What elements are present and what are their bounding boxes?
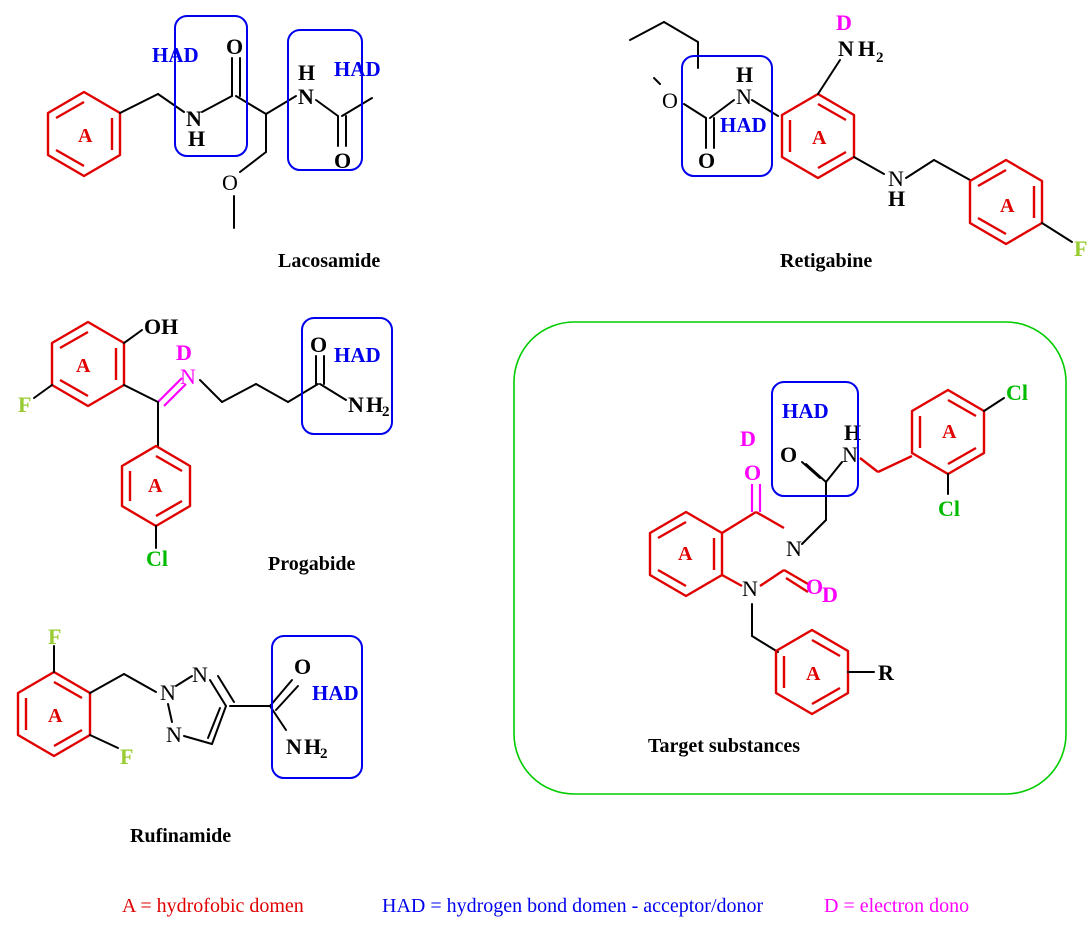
rufinamide-had-box [271, 635, 363, 779]
ring-a-label: A [76, 355, 91, 377]
atom-n: N [286, 734, 302, 759]
target-frame [513, 321, 1067, 795]
atom-n: N [160, 680, 176, 705]
lacosamide-name: Lacosamide [278, 250, 380, 272]
atom-n: N [742, 576, 758, 601]
atom-n: N [786, 536, 802, 561]
ring-a-label: A [806, 663, 821, 685]
retigabine-ring-a [780, 92, 856, 180]
atom-f: F [18, 392, 31, 417]
atom-f: F [1074, 236, 1087, 261]
atom-f: F [120, 744, 133, 769]
atom-o: O [310, 332, 327, 357]
atom-n: N [192, 662, 208, 687]
atom-n: N [180, 364, 196, 389]
atom-o: O [226, 34, 243, 59]
legend-d: D = electron dono [824, 895, 969, 917]
atom-o: O [662, 88, 678, 113]
atom-o: O [698, 148, 715, 173]
subscript-2: 2 [382, 404, 390, 420]
ring-a-label: A [942, 421, 957, 443]
had-label: HAD [152, 43, 199, 67]
atom-n: N [842, 442, 858, 467]
atom-h: H [188, 126, 205, 151]
atom-cl: Cl [1006, 380, 1028, 405]
donor-label: D [822, 582, 838, 607]
lacosamide-had-box-1 [174, 15, 248, 157]
progabide-had-box [301, 317, 393, 435]
ring-a-label: A [148, 475, 163, 497]
ring-a-label: A [812, 127, 827, 149]
atom-cl: Cl [146, 546, 168, 571]
ring-a-label: A [48, 705, 63, 727]
atom-cl: Cl [938, 496, 960, 521]
had-label: HAD [334, 343, 381, 367]
progabide-structure: A OH F D N O N H 2 HAD A Cl Progabide [18, 314, 393, 575]
legend-had: HAD = hydrogen bond domen - acceptor/don… [382, 895, 764, 917]
atom-n: N [348, 392, 364, 417]
had-label: HAD [312, 681, 359, 705]
atom-r: R [878, 660, 895, 685]
atom-o: O [294, 654, 311, 679]
had-label: HAD [782, 399, 829, 423]
target-had-box [771, 381, 859, 497]
subscript-2: 2 [876, 50, 884, 66]
retigabine-ring-a-2 [968, 158, 1044, 246]
donor-label: D [836, 10, 852, 35]
atom-h: H [888, 186, 905, 211]
target-structure: A O D N O D N O N H HAD A Cl [648, 380, 1028, 757]
atom-n: N [888, 166, 904, 191]
atom-o: O [744, 460, 761, 485]
lacosamide-had-box-2 [287, 29, 363, 171]
atom-n: N [298, 84, 314, 109]
atom-h: H [736, 62, 753, 87]
subscript-2: 2 [320, 746, 328, 762]
atom-o: O [780, 442, 797, 467]
retigabine-structure: O O N H A D N H 2 N H A F HAD [629, 10, 1087, 272]
atom-o: O [806, 574, 823, 599]
atom-h: H [366, 392, 383, 417]
progabide-name: Progabide [268, 553, 356, 575]
ring-a-label: A [678, 543, 693, 565]
rufinamide-structure: A F F N N N O N H 2 HAD Rufinamide [16, 624, 363, 847]
atom-h: H [298, 60, 315, 85]
atom-h: H [304, 734, 321, 759]
had-label: HAD [334, 57, 381, 81]
retigabine-name: Retigabine [780, 250, 872, 272]
atom-h: H [844, 420, 861, 445]
donor-label: D [740, 426, 756, 451]
atom-n: N [186, 106, 202, 131]
had-label: HAD [720, 113, 767, 137]
atom-o: O [222, 170, 238, 195]
atom-oh: OH [144, 314, 178, 339]
ring-a-label: A [1000, 195, 1015, 217]
lacosamide-structure: A N H O N H O O HAD HAD Lacosamide [46, 15, 381, 272]
target-name: Target substances [648, 735, 800, 757]
atom-n: N [838, 36, 854, 61]
atom-n: N [166, 722, 182, 747]
atom-f: F [48, 624, 61, 649]
atom-n: N [736, 84, 752, 109]
target-ring-a-benzyl [774, 628, 850, 716]
legend-a: A = hydrofobic domen [122, 895, 304, 917]
retigabine-had-box [681, 55, 773, 177]
donor-label: D [176, 340, 192, 365]
atom-h: H [858, 36, 875, 61]
rufinamide-name: Rufinamide [130, 825, 231, 847]
atom-o: O [334, 148, 351, 173]
ring-a-label: A [78, 125, 93, 147]
